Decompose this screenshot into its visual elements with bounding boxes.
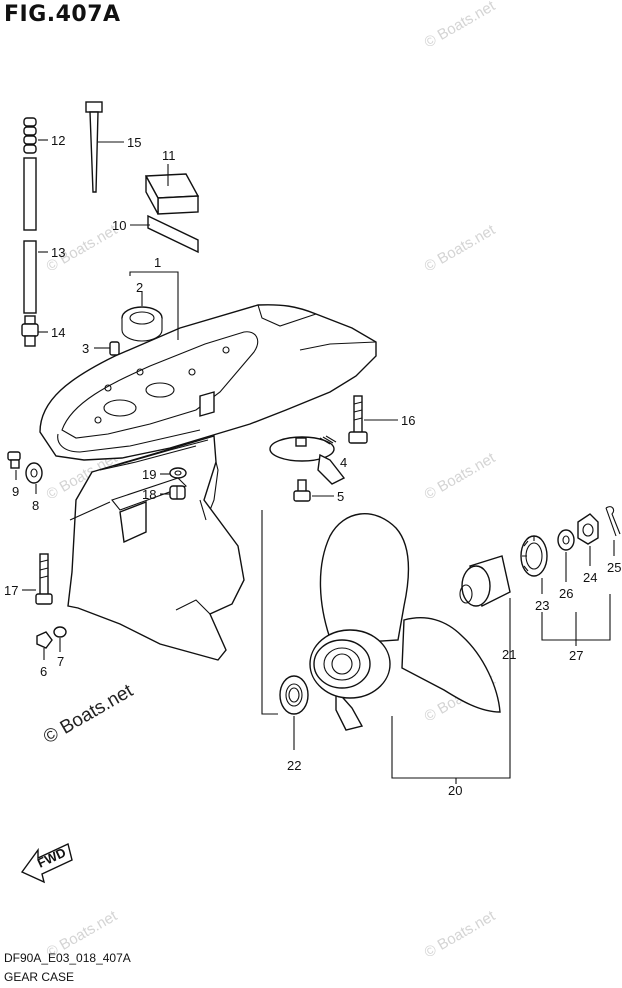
watermark: © Boats.net: [422, 907, 499, 961]
part-10-plate: [147, 214, 199, 254]
callout-11: 11: [162, 148, 176, 163]
callout-12: 12: [51, 133, 65, 148]
part-26-washer: [557, 529, 575, 551]
part-12-grommet: [23, 117, 37, 154]
callout-3: 3: [82, 341, 89, 356]
callout-13: 13: [51, 245, 65, 260]
watermark: © Boats.net: [422, 449, 499, 503]
part-22-thrust-washer: [279, 675, 309, 715]
callout-labels: 1 2 3 4 5 6 7 8 9 10 11 12 13 14 15 16 1…: [4, 133, 621, 798]
watermark: © Boats.net: [422, 221, 499, 275]
callout-21: 21: [502, 647, 516, 662]
watermark: © Boats.net: [422, 0, 499, 51]
callout-26: 26: [559, 586, 573, 601]
part-23-spline-washer: [520, 535, 548, 577]
watermark-prominent: © Boats.net: [40, 680, 137, 748]
callout-20: 20: [448, 783, 462, 798]
leader-lines: [15, 139, 615, 784]
part-20-propeller: [309, 513, 501, 731]
part-24-nut: [577, 513, 599, 545]
part-3-pin: [109, 341, 120, 356]
callout-15: 15: [127, 135, 141, 150]
diagram-code: DF90A_E03_018_407A: [4, 951, 131, 965]
part-6-plug: [36, 631, 53, 649]
callout-7: 7: [57, 654, 64, 669]
part-19-washer: [169, 467, 187, 479]
callout-9: 9: [12, 484, 19, 499]
callout-17: 17: [4, 583, 18, 598]
callout-16: 16: [401, 413, 415, 428]
callout-8: 8: [32, 498, 39, 513]
callout-4: 4: [340, 455, 347, 470]
callout-6: 6: [40, 664, 47, 679]
figure-title: FIG.407A: [4, 2, 121, 27]
callout-22: 22: [287, 758, 301, 773]
callout-5: 5: [337, 489, 344, 504]
diagram-name: GEAR CASE: [4, 970, 75, 984]
part-4-trim-tab: [269, 435, 346, 485]
gear-case-housing: [39, 304, 377, 661]
callout-2: 2: [136, 280, 143, 295]
part-14-fitting: [21, 315, 39, 347]
callout-23: 23: [535, 598, 549, 613]
fwd-arrow-icon: FWD: [20, 843, 73, 884]
callout-1: 1: [154, 255, 161, 270]
part-16-bolt: [348, 395, 368, 444]
callout-25: 25: [607, 560, 621, 575]
part-25-cotter-pin: [605, 506, 621, 537]
callout-24: 24: [583, 570, 597, 585]
part-9-screw: [7, 451, 21, 469]
part-11-block: [144, 173, 200, 215]
part-8-gasket: [25, 462, 43, 484]
part-13-tube: [23, 157, 37, 314]
callout-27: 27: [569, 648, 583, 663]
part-21-bushing: [459, 555, 511, 607]
callout-10: 10: [112, 218, 126, 233]
part-15-cable-tie: [85, 101, 103, 193]
callout-14: 14: [51, 325, 65, 340]
part-2-bearing: [121, 306, 163, 342]
part-18-plug: [169, 485, 186, 500]
callout-18: 18: [142, 487, 156, 502]
part-7-gasket: [53, 626, 67, 638]
callout-19: 19: [142, 467, 156, 482]
part-5-bolt: [293, 479, 311, 502]
part-17-bolt: [35, 553, 53, 605]
